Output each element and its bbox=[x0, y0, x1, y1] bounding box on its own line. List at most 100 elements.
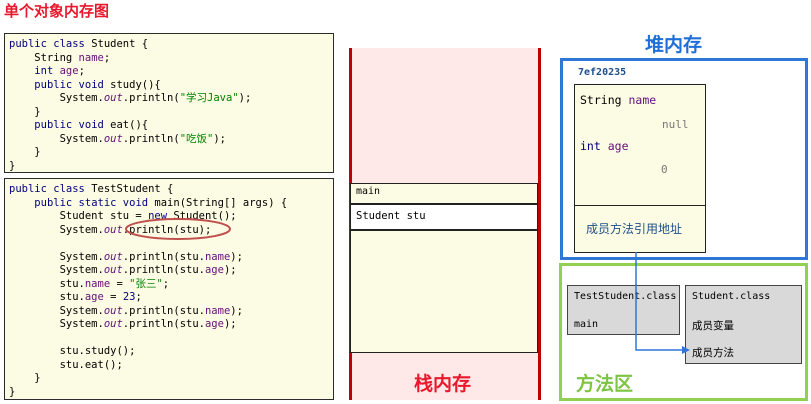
code-token: .println(stu); bbox=[122, 223, 212, 236]
code-token: } bbox=[9, 372, 41, 384]
code-line: public class TestStudent { bbox=[9, 183, 173, 197]
teststudent-main-method: main bbox=[574, 319, 599, 330]
method-reference-arrowhead bbox=[682, 346, 690, 354]
code-line: System.out.println(stu.age); bbox=[9, 264, 237, 278]
code-token: public void bbox=[34, 78, 111, 91]
code-token: eat(){ bbox=[110, 119, 149, 131]
student-member-variables: 成员变量 bbox=[692, 320, 734, 332]
code-token: out bbox=[103, 318, 123, 330]
code-token: 23 bbox=[122, 291, 136, 303]
heap-student-object bbox=[574, 84, 706, 253]
code-line: } bbox=[9, 106, 40, 120]
field-age-declaration: int age bbox=[580, 139, 629, 153]
code-token: ); bbox=[223, 318, 237, 330]
code-token: Student stu = bbox=[9, 210, 149, 222]
field-name-declaration: String name bbox=[580, 93, 656, 107]
code-token: "学习Java" bbox=[179, 92, 239, 104]
code-token: public class bbox=[9, 183, 92, 195]
heap-memory-title: 堆内存 bbox=[645, 34, 703, 56]
code-token: age bbox=[84, 291, 111, 303]
method-reference-address: 成员方法引用地址 bbox=[586, 222, 683, 236]
code-line: stu.study(); bbox=[9, 345, 136, 359]
code-token: out bbox=[103, 304, 123, 317]
method-reference-arrow bbox=[635, 252, 684, 351]
code-token: name bbox=[204, 304, 231, 317]
code-token: System. bbox=[9, 250, 104, 263]
code-line: stu.eat(); bbox=[9, 359, 123, 373]
code-token: out bbox=[103, 264, 123, 276]
code-token: stu.eat(); bbox=[9, 358, 123, 371]
highlight-oval bbox=[125, 218, 231, 240]
code-line: System.out.println("吃饭"); bbox=[9, 133, 226, 147]
code-token: public void bbox=[34, 119, 111, 131]
code-token: name bbox=[78, 51, 104, 64]
code-token: Student { bbox=[91, 38, 149, 50]
code-token: .println(stu. bbox=[122, 264, 205, 276]
stack-variable-row bbox=[350, 203, 538, 231]
code-token: ; bbox=[135, 291, 142, 303]
code-token: System. bbox=[9, 92, 104, 104]
code-token: public class bbox=[9, 38, 92, 50]
code-token: = bbox=[116, 277, 130, 290]
code-token: stu. bbox=[9, 277, 85, 290]
code-token: ; bbox=[78, 65, 85, 77]
code-token: .println( bbox=[122, 132, 180, 145]
field-name-value: null bbox=[662, 118, 689, 131]
code-token: out bbox=[103, 92, 123, 104]
stack-variable-stu: Student stu bbox=[356, 210, 426, 222]
code-line: public void eat(){ bbox=[9, 119, 148, 133]
student-class-card bbox=[685, 285, 802, 364]
code-token: = bbox=[110, 291, 123, 303]
student-class-code-box: public class Student { String name; int … bbox=[4, 33, 334, 173]
field-age-type: int bbox=[580, 139, 601, 153]
code-token: study(){ bbox=[110, 78, 161, 91]
code-line: System.out.println(stu.age); bbox=[9, 318, 237, 332]
code-token: age bbox=[204, 318, 224, 330]
code-line: System.out.println("学习Java"); bbox=[9, 92, 252, 106]
code-token: ); bbox=[230, 250, 243, 263]
code-token: } bbox=[9, 146, 41, 158]
code-line: System.out.println(stu); bbox=[9, 223, 212, 238]
code-line: public class Student { bbox=[9, 38, 148, 52]
code-line: int age; bbox=[9, 65, 85, 79]
code-token: } bbox=[9, 159, 16, 172]
code-token: ; bbox=[162, 277, 170, 290]
code-line: stu.name = "张三"; bbox=[9, 277, 170, 292]
code-token: name bbox=[204, 250, 231, 263]
code-token: .println(stu. bbox=[122, 250, 205, 263]
code-line: } bbox=[9, 160, 15, 174]
heap-object-address: 7ef20235 bbox=[578, 67, 627, 78]
code-token: .println( bbox=[122, 92, 180, 104]
code-line: String name; bbox=[9, 52, 110, 66]
page-title: 单个对象内存图 bbox=[4, 2, 110, 20]
field-name-identifier: name bbox=[628, 93, 657, 107]
code-line: System.out.println(stu.name); bbox=[9, 251, 243, 265]
method-area-title: 方法区 bbox=[576, 373, 634, 395]
code-token: int bbox=[34, 65, 60, 77]
code-token: System. bbox=[9, 318, 104, 330]
teststudent-class-card bbox=[567, 285, 680, 335]
code-token: ); bbox=[238, 92, 252, 104]
code-token: System. bbox=[9, 132, 104, 145]
main-frame-label: main bbox=[356, 186, 381, 197]
code-token: out bbox=[103, 223, 123, 236]
code-token: "张三" bbox=[129, 277, 163, 290]
heap-object-divider bbox=[574, 205, 706, 206]
code-line: public void study(){ bbox=[9, 78, 161, 93]
code-line: System.out.println(stu.name); bbox=[9, 305, 243, 319]
stack-memory-title: 栈内存 bbox=[414, 373, 472, 395]
field-name-type: String bbox=[580, 93, 622, 107]
code-token: stu.study(); bbox=[9, 345, 136, 357]
code-line: } bbox=[9, 386, 15, 400]
code-token: name bbox=[84, 277, 117, 290]
code-token: age bbox=[204, 264, 224, 276]
code-token: public static void bbox=[34, 196, 155, 209]
code-line: } bbox=[9, 372, 41, 386]
code-token: age bbox=[59, 65, 79, 77]
code-token: System. bbox=[9, 223, 104, 236]
field-age-identifier: age bbox=[607, 139, 629, 153]
code-token: "吃饭" bbox=[179, 132, 214, 145]
code-token: TestStudent { bbox=[91, 183, 174, 195]
code-token: main(String[] args) { bbox=[154, 196, 288, 209]
